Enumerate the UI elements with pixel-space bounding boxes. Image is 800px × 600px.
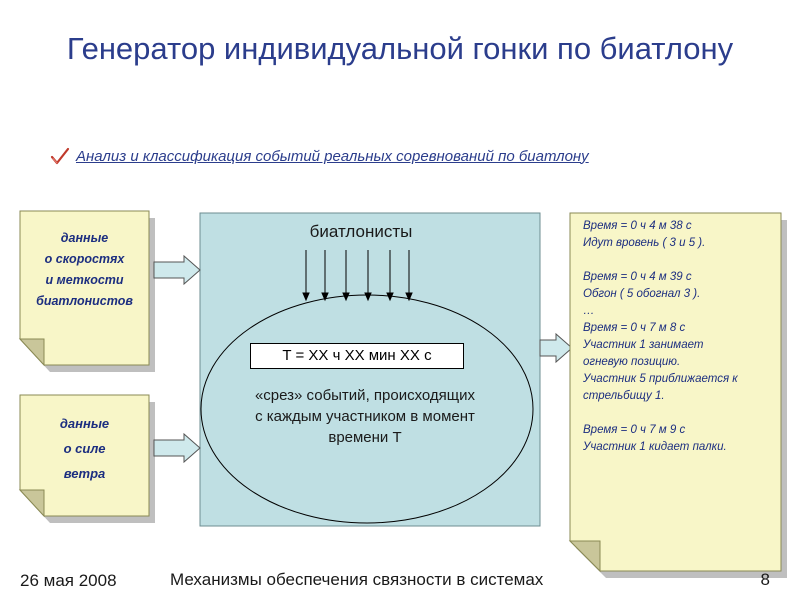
arrow-wind-to-generator: [153, 432, 201, 464]
slice-description: «срез» событий, происходящих с каждым уч…: [254, 387, 476, 446]
subtitle: Анализ и классификация событий реальных …: [76, 147, 589, 165]
footer-title: Механизмы обеспечения связности в систем…: [170, 570, 544, 589]
log-line: Обгон ( 5 обогнал 3 ).: [583, 288, 701, 300]
input-wind-line: о силе: [63, 441, 106, 456]
log-line: Время = 0 ч 4 м 38 с: [583, 220, 692, 232]
input-speed-line: биатлонистов: [36, 294, 133, 308]
input-speed-line: и меткости: [45, 273, 124, 287]
log-line: Идут вровень ( 3 и 5 ).: [583, 237, 706, 249]
input-speed-text: данные о скоростях и меткости биатлонист…: [20, 228, 149, 312]
log-line: Участник 5 приближается к: [583, 373, 738, 385]
log-line: Участник 1 кидает палки.: [583, 441, 727, 453]
output-log-text: Время = 0 ч 4 м 38 с Идут вровень ( 3 и …: [583, 218, 798, 456]
page-number: 8: [760, 570, 770, 589]
input-wind-line: данные: [59, 416, 110, 431]
log-line: [583, 252, 798, 269]
input-speed-line: о скоростях: [44, 252, 125, 266]
time-label: T = XX ч XX мин XX с: [250, 343, 464, 369]
subtitle-row: Анализ и классификация событий реальных …: [50, 145, 589, 167]
input-wind-note: [18, 394, 155, 523]
log-line: [583, 405, 798, 422]
log-line: стрельбищу 1.: [583, 390, 665, 402]
page-title: Генератор индивидуальной гонки по биатло…: [66, 31, 734, 66]
footer-date: 26 мая 2008: [20, 571, 117, 590]
input-speed-line: данные: [60, 231, 109, 245]
log-line: огневую позицию.: [583, 356, 681, 368]
athlete-arrows: [302, 250, 413, 302]
log-line: Время = 0 ч 7 м 8 с: [583, 322, 686, 334]
checkmark-icon: [50, 147, 70, 165]
log-line: Время = 0 ч 7 м 9 с: [583, 424, 686, 436]
log-line: Участник 1 занимает: [583, 339, 704, 351]
arrow-generator-to-log: [539, 332, 573, 364]
input-wind-text: данные о силе ветра: [20, 411, 149, 486]
athletes-label: биатлонисты: [309, 222, 413, 241]
output-log-note: [568, 212, 787, 578]
log-line: Время = 0 ч 4 м 39 с: [583, 271, 692, 283]
input-wind-line: ветра: [63, 466, 106, 481]
input-speed-note: [18, 210, 155, 372]
arrow-speed-to-generator: [153, 254, 201, 286]
log-line: …: [583, 305, 595, 317]
